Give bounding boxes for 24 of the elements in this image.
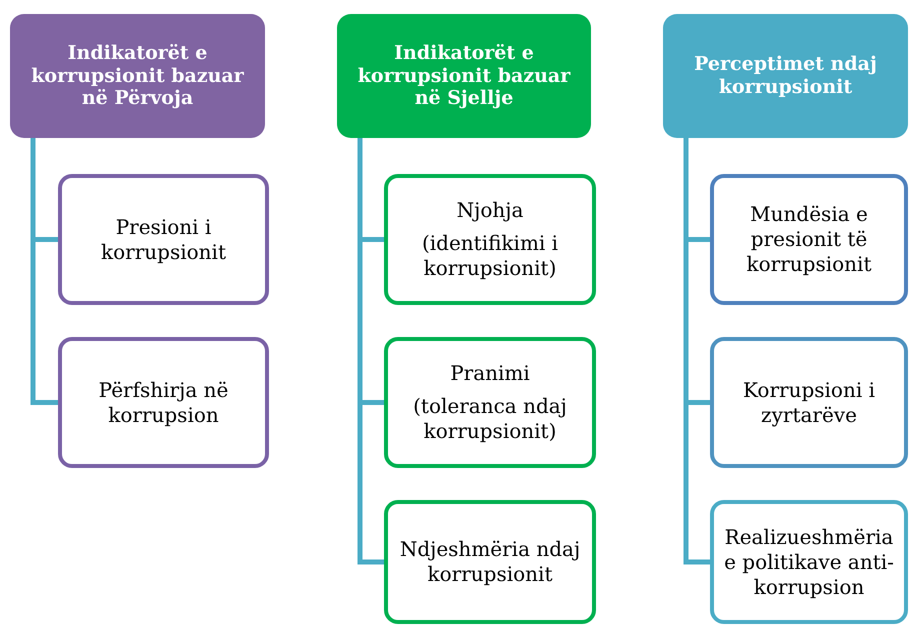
box-text: Korrupsioni i zyrtarëve [742,378,876,428]
indicator-box [710,337,908,468]
box-text: (toleranca ndaj korrupsionit) [412,394,568,444]
indicator-box [384,174,596,305]
box-text: (identifikimi i korrupsionit) [420,231,560,281]
box-text: Ndjeshmëria ndaj korrupsionit [398,537,582,587]
box-text: Mundësia e presionit të korrupsionit [746,202,872,277]
category-box [337,14,591,138]
box-text: Presioni i korrupsionit [100,214,227,264]
box-text: Përfshirja në korrupsion [98,378,230,428]
indicator-box [384,337,596,468]
indicator-box [58,174,269,305]
indicator-box [710,500,908,624]
box-text: Indikatorët e korrupsionit bazuar në Përvoja [30,42,245,110]
box-text: Perceptimet ndaj korrupsionit [693,53,878,99]
category-box [10,14,265,138]
indicator-box [58,337,269,468]
box-text: Realizueshmëria e politikave anti-korrupsion [723,524,895,600]
indicator-box [384,500,596,624]
box-text: Indikatorët e korrupsionit bazuar në Sjellje [356,42,572,110]
box-text: Njohja [456,198,524,223]
category-box [663,14,908,138]
indicator-box [710,174,908,305]
box-text: Pranimi [450,361,530,386]
